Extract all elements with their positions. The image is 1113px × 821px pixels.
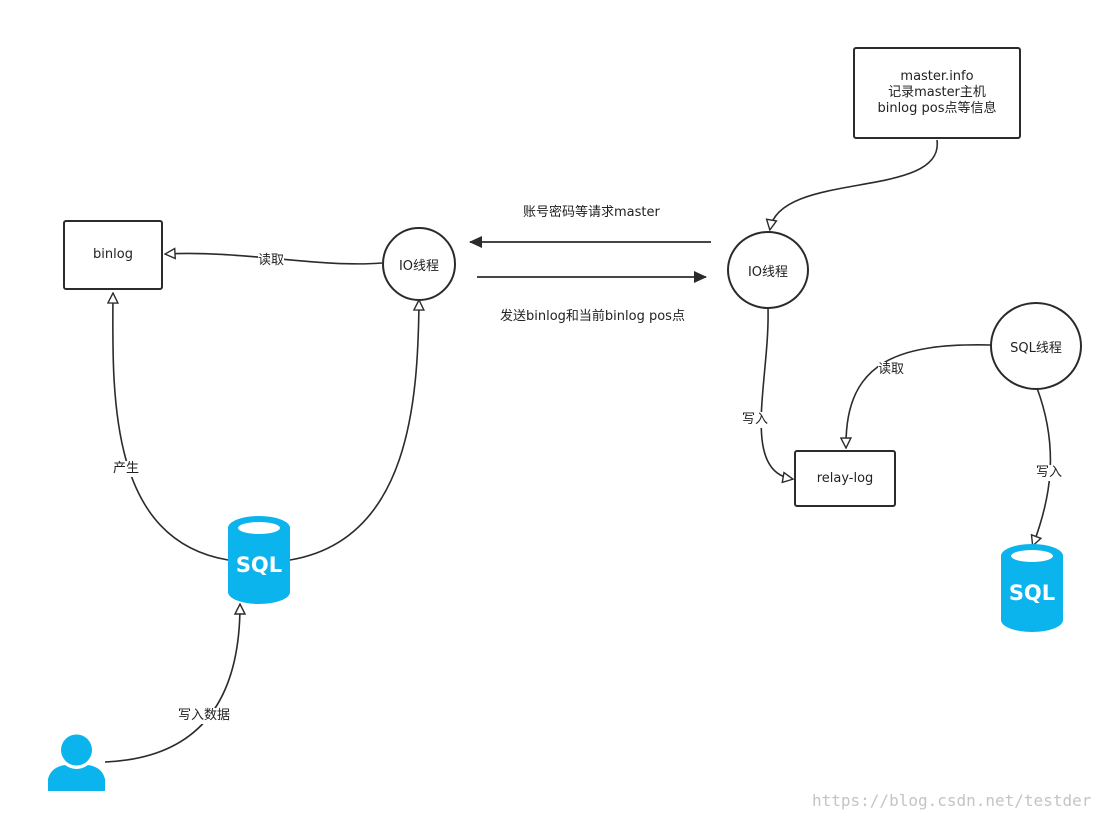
slave-io-thread-label: IO线程: [747, 264, 789, 280]
master-read-label: 读取: [258, 253, 285, 269]
slave-io-thread: IO线程: [727, 231, 809, 309]
master-io-thread: IO线程: [382, 227, 456, 301]
master-sql-database-icon: SQL: [228, 516, 290, 604]
master-binlog-box: binlog: [63, 220, 163, 290]
master-io-thread-label: IO线程: [398, 258, 440, 274]
master-info-line-3: binlog pos点等信息: [877, 101, 997, 116]
master-write-data-label: 写入数据: [178, 708, 231, 724]
watermark: https://blog.csdn.net/testder: [812, 791, 1092, 810]
master-info-line-2: 记录master主机: [888, 85, 986, 100]
connector-sql-to-binlog: [113, 294, 229, 561]
master-binlog-label: binlog: [93, 247, 133, 262]
sql-thread: SQL线程: [990, 302, 1082, 390]
relay-log-label: relay-log: [816, 470, 874, 486]
request-label: 账号密码等请求master: [523, 205, 660, 221]
connector-master-info-to-io: [770, 139, 938, 229]
master-info-box: master.info 记录master主机 binlog pos点等信息: [853, 47, 1021, 139]
slave-sql-database-icon: SQL: [1001, 544, 1063, 632]
send-binlog-label: 发送binlog和当前binlog pos点: [500, 309, 685, 325]
slave-sql-db-label: SQL: [1009, 581, 1055, 605]
relay-log-box: relay-log: [794, 450, 896, 507]
master-sql-db-label: SQL: [236, 553, 282, 577]
slave-write-label: 写入: [742, 412, 769, 428]
connector-user-to-sql: [104, 605, 240, 763]
master-produce-label: 产生: [113, 461, 140, 477]
sql-thread-label: SQL线程: [1010, 340, 1062, 356]
user-icon: [48, 734, 105, 791]
connector-sql-thread-to-relay-log: [846, 344, 992, 447]
slave-read-label: 读取: [878, 362, 905, 378]
connector-sql-to-io-thread: [289, 301, 419, 561]
master-info-line-1: master.info: [900, 69, 974, 84]
slave-sql-write-label: 写入: [1036, 465, 1063, 481]
connector-io-to-relay-log: [760, 307, 792, 479]
